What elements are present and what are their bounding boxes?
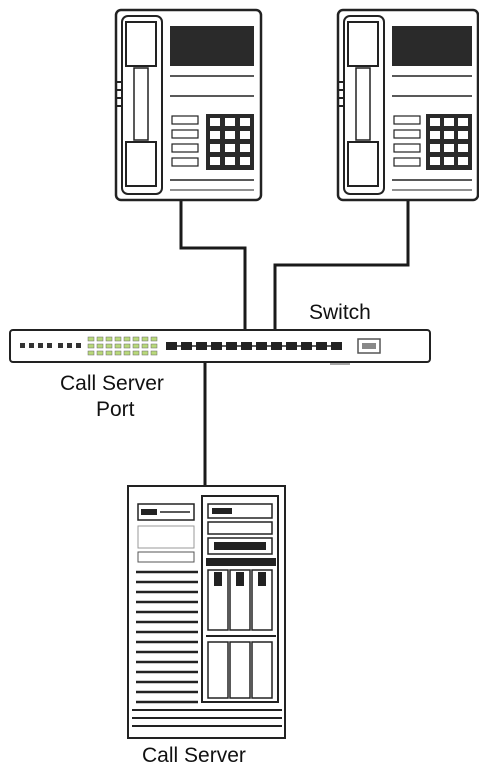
telephone-right-icon (336, 8, 479, 202)
link-right-phone-switch (273, 200, 410, 340)
call-server-label: Call Server (142, 744, 246, 767)
switch-label: Switch (309, 301, 371, 324)
telephone-left-icon (114, 8, 263, 202)
call-server-port-label-line2: Port (96, 398, 135, 421)
call-server-icon (127, 485, 286, 739)
call-server-port-label-line1: Call Server (60, 372, 164, 395)
connection-lines (179, 200, 410, 486)
link-left-phone-switch (179, 200, 247, 340)
network-switch-icon (9, 329, 431, 365)
